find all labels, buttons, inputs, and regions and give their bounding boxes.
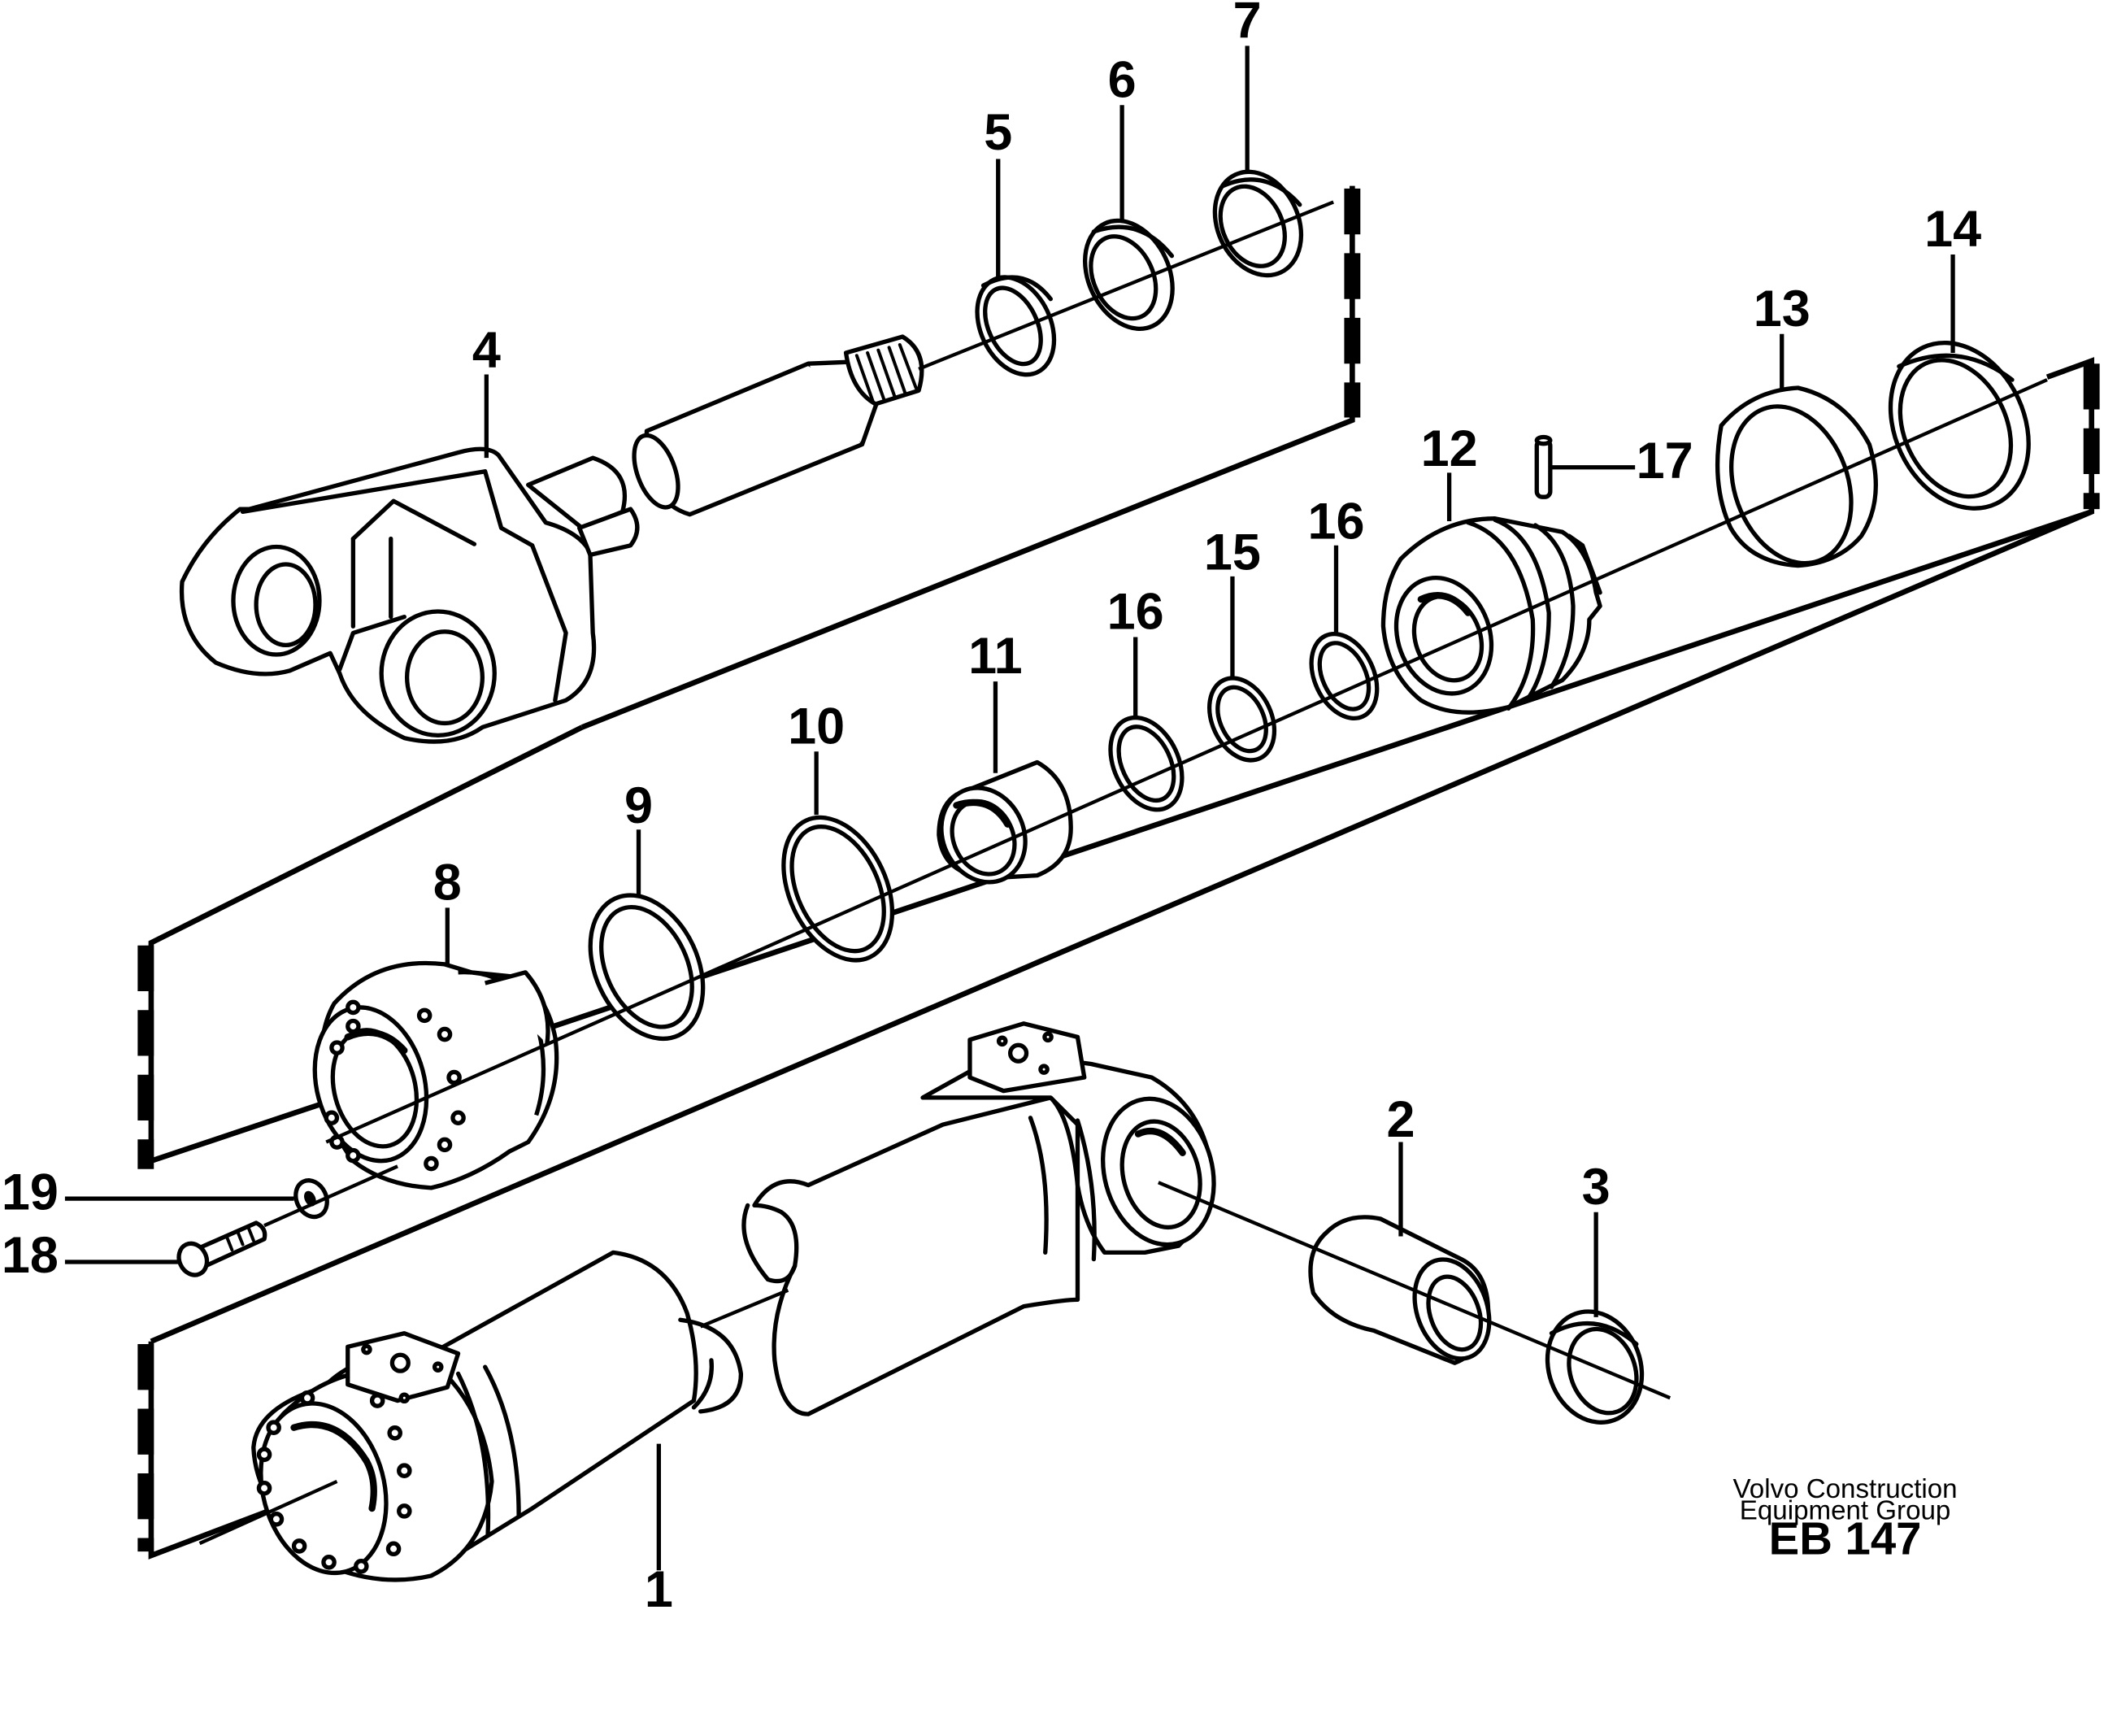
leader-lines xyxy=(64,46,1955,1571)
part-8-cylinder-head xyxy=(312,960,559,1190)
label-part-19: 19 xyxy=(2,1164,59,1220)
part-15-ring xyxy=(1206,676,1277,763)
label-part-2: 2 xyxy=(1386,1091,1415,1148)
part-11-bushing xyxy=(937,759,1073,885)
part-9-o-ring xyxy=(588,893,706,1042)
label-part-16-a: 16 xyxy=(1107,584,1164,641)
part-2-bushing xyxy=(1308,1215,1492,1365)
label-part-8: 8 xyxy=(433,854,462,911)
company-name-line-2: Equipment Group xyxy=(1740,1495,1951,1525)
part-10-backup-ring xyxy=(781,815,895,963)
part-6-guide-ring xyxy=(1082,218,1175,331)
drawing-code: EB 147 xyxy=(1769,1512,1922,1564)
assembly-frames xyxy=(137,185,2100,1560)
label-part-14: 14 xyxy=(1924,201,1981,258)
label-part-7: 7 xyxy=(1233,0,1262,49)
title-block: Volvo Construction Equipment Group EB 14… xyxy=(1733,1474,1958,1564)
part-18-bolt xyxy=(176,1220,267,1277)
label-part-1: 1 xyxy=(645,1561,673,1618)
part-4-piston-rod xyxy=(179,334,924,744)
part-labels: 1 2 3 4 5 6 7 8 9 10 11 16 15 16 12 17 1… xyxy=(2,0,1981,1618)
label-part-5: 5 xyxy=(984,104,1012,161)
label-part-10: 10 xyxy=(788,698,845,755)
label-part-18: 18 xyxy=(2,1227,59,1284)
part-17-pin xyxy=(1534,434,1553,499)
label-part-4: 4 xyxy=(472,322,501,379)
label-part-6: 6 xyxy=(1108,51,1137,108)
company-name-line-1: Volvo Construction xyxy=(1733,1474,1958,1504)
part-1-cylinder-tube xyxy=(251,1021,1216,1582)
label-part-9: 9 xyxy=(624,777,653,834)
label-part-13: 13 xyxy=(1754,281,1811,337)
label-part-3: 3 xyxy=(1582,1159,1611,1216)
label-part-17: 17 xyxy=(1637,433,1693,489)
label-part-12: 12 xyxy=(1421,420,1478,477)
part-5-seal xyxy=(975,275,1057,377)
part-13-piston-ring xyxy=(1715,385,1878,568)
label-part-15: 15 xyxy=(1204,524,1261,581)
label-part-11: 11 xyxy=(968,628,1023,685)
label-part-16-b: 16 xyxy=(1307,494,1364,550)
part-12-piston xyxy=(1380,516,1602,715)
part-14-piston-seal xyxy=(1888,340,2031,511)
part-7-wiper xyxy=(1212,169,1304,278)
